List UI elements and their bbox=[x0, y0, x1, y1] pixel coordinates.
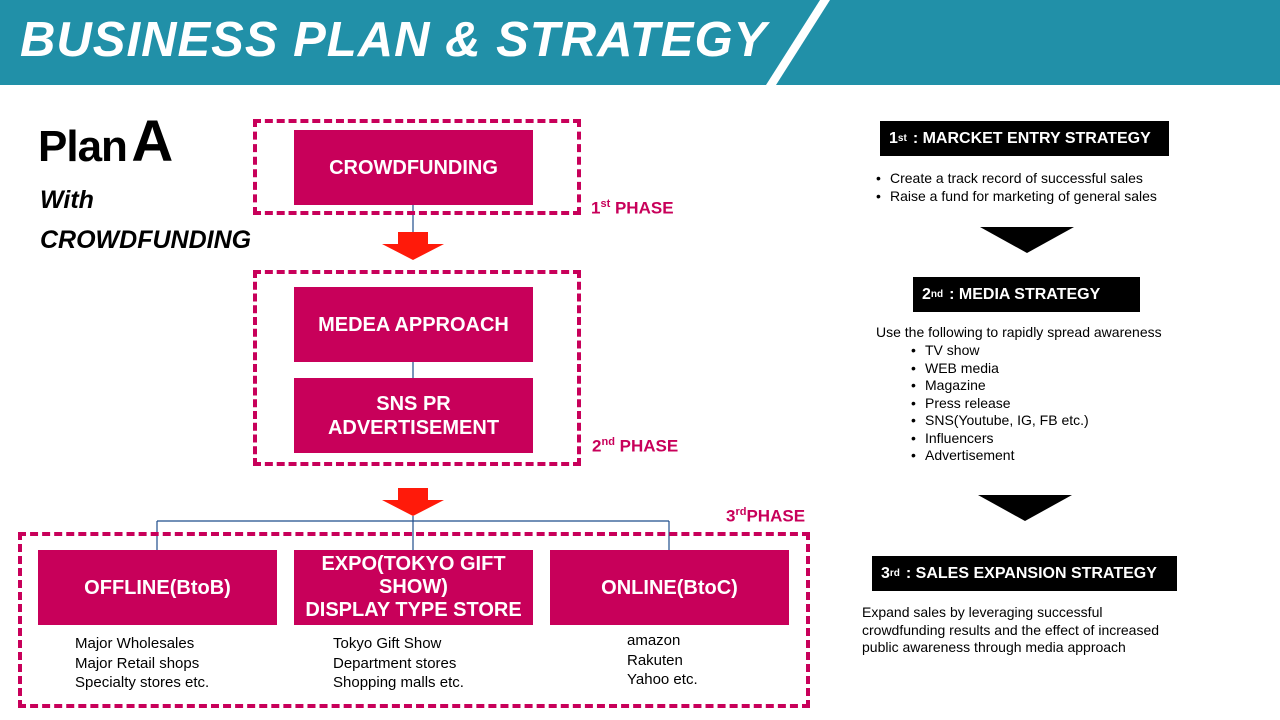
header-bar bbox=[0, 0, 1280, 85]
online-channel-list: amazon Rakuten Yahoo etc. bbox=[627, 631, 698, 690]
list-item: SNS(Youtube, IG, FB etc.) bbox=[909, 412, 1089, 430]
down-arrow-1 bbox=[382, 232, 444, 260]
list-item: Major Retail shops bbox=[75, 654, 200, 672]
phase2-frame bbox=[253, 270, 581, 466]
phase1-label: 1st PHASE bbox=[591, 198, 674, 218]
offline-btob-box: OFFLINE(BtoB) bbox=[38, 550, 277, 625]
list-item: Magazine bbox=[909, 377, 1089, 395]
list-item: Create a track record of successful sale… bbox=[874, 170, 1157, 188]
plan-label: Plan A bbox=[38, 108, 173, 175]
phase3-label: 3rdPHASE bbox=[726, 506, 806, 526]
list-item: Department stores bbox=[333, 654, 457, 672]
down-triangle-2 bbox=[978, 495, 1072, 521]
list-item: Yahoo etc. bbox=[627, 671, 698, 688]
phase1-frame bbox=[253, 119, 581, 215]
list-item: Influencers bbox=[909, 430, 1089, 448]
list-item: Tokyo Gift Show bbox=[333, 635, 442, 652]
plan-subtitle-line2: CROWDFUNDING bbox=[40, 226, 252, 254]
list-item: WEB media bbox=[909, 360, 1089, 378]
header-slash-decoration bbox=[766, 0, 830, 85]
offline-channel-list: Major Wholesales Major Retail shops Spec… bbox=[75, 634, 209, 693]
down-triangle-1 bbox=[980, 227, 1074, 253]
plan-letter: A bbox=[131, 109, 174, 174]
strategy2-bullets: TV show WEB media Magazine Press release… bbox=[909, 342, 1089, 465]
plan-subtitle-line1: With bbox=[40, 186, 94, 214]
list-item: TV show bbox=[909, 342, 1089, 360]
list-item: Advertisement bbox=[909, 447, 1089, 465]
crowdfunding-box: CROWDFUNDING bbox=[294, 130, 533, 205]
down-arrow-2 bbox=[382, 488, 444, 516]
expo-channel-list: Tokyo Gift Show Department stores Shoppi… bbox=[333, 634, 464, 693]
page-title: BUSINESS PLAN & STRATEGY bbox=[20, 13, 768, 67]
list-item: Specialty stores etc. bbox=[75, 674, 210, 691]
list-item: Major Wholesales bbox=[75, 635, 195, 652]
strategy2-intro: Use the following to rapidly spread awar… bbox=[876, 324, 1162, 340]
sns-pr-advertisement-box: SNS PR ADVERTISEMENT bbox=[294, 378, 533, 453]
expo-display-store-box: EXPO(TOKYO GIFT SHOW) DISPLAY TYPE STORE bbox=[294, 550, 533, 625]
list-item: Press release bbox=[909, 395, 1089, 413]
online-btoc-box: ONLINE(BtoC) bbox=[550, 550, 789, 625]
strategy3-body: Expand sales by leveraging successful cr… bbox=[862, 604, 1160, 655]
plan-word: Plan bbox=[38, 122, 128, 171]
strategy1-bullets: Create a track record of successful sale… bbox=[874, 170, 1157, 205]
list-item: amazon bbox=[627, 632, 681, 649]
phase3-frame bbox=[18, 532, 810, 708]
media-approach-box: MEDEA APPROACH bbox=[294, 287, 533, 362]
list-item: Rakuten bbox=[627, 651, 683, 669]
list-item: Shopping malls etc. bbox=[333, 674, 464, 691]
list-item: Raise a fund for marketing of general sa… bbox=[874, 188, 1157, 206]
phase2-label: 2nd PHASE bbox=[592, 436, 679, 456]
